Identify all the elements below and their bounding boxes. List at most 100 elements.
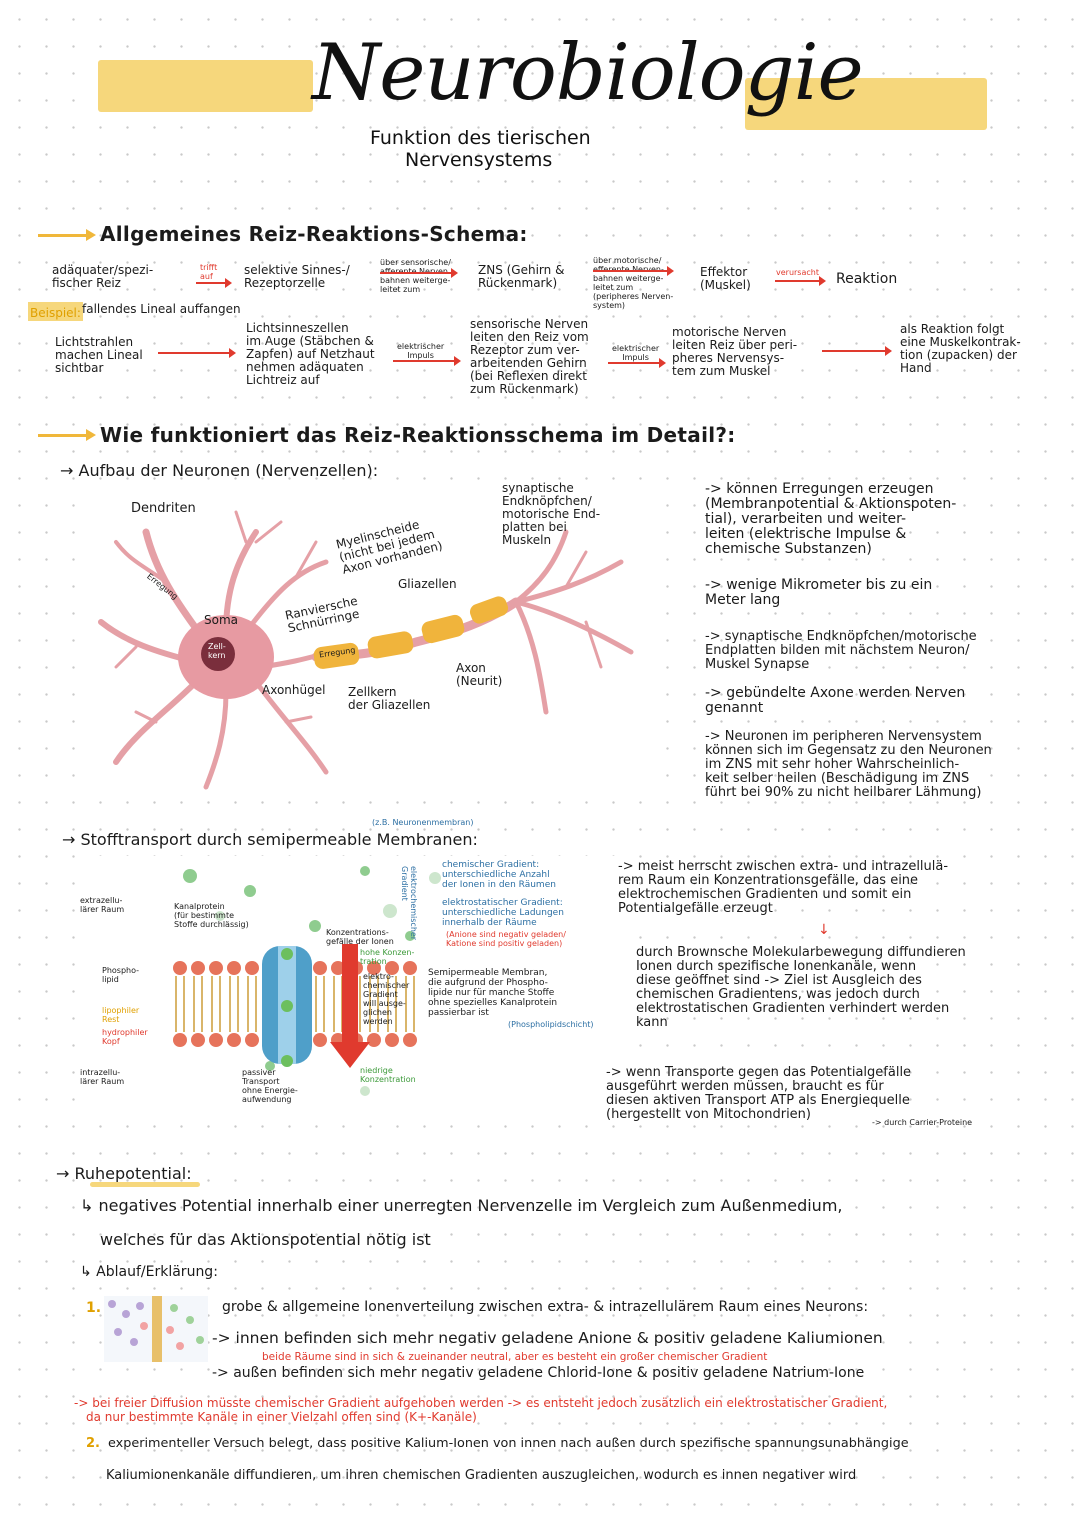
label-axon: Axon (Neurit): [456, 661, 503, 688]
label-konzentrationsgefaelle: Konzentrations- gefälle der Ionen: [326, 928, 394, 946]
example-step-4: motorische Nerven leiten Reiz über peri-…: [672, 325, 798, 378]
example-arrow: [158, 348, 236, 358]
example-step-3: sensorische Nerven leiten den Reiz vom R…: [470, 317, 589, 396]
schema-step-reiz: adäquater/spezi- fischer Reiz: [52, 263, 154, 290]
ion-distribution-text: grobe & allgemeine Ionenverteilung zwisc…: [222, 1299, 869, 1315]
schema-arrow-label: über motorische/ efferente Nerven- bahne…: [593, 256, 674, 310]
example-arrow-label: elektrischer Impuls: [612, 344, 660, 362]
neuron-note-3: -> synaptische Endknöpfchen/motorische E…: [705, 629, 977, 672]
page-title: Neurobiologie: [312, 28, 864, 118]
section-arrow: [38, 429, 96, 441]
schema-step-zns: ZNS (Gehirn & Rückenmark): [478, 263, 565, 290]
ion-outside-text: -> außen befinden sich mehr negativ gela…: [212, 1365, 865, 1381]
ion-distribution-thumbnail: [104, 1296, 208, 1362]
diffusion-note-1: -> bei freier Diffusion müsste chemische…: [74, 1396, 888, 1410]
label-elektrochemisch: elektro- chemischer Gradient will ausge-…: [363, 972, 410, 1026]
neuron-diagram: Dendriten Erregung Soma Zell- kern Myeli…: [86, 482, 646, 794]
semipermeable-note: (Phospholipidschicht): [508, 1020, 594, 1029]
membrane-heading: → Stofftransport durch semipermeable Mem…: [62, 830, 478, 849]
example-arrow: [608, 358, 666, 368]
semipermeable-membrane-text: Semipermeable Membran, die aufgrund der …: [428, 968, 558, 1018]
example-step-1: Lichtstrahlen machen Lineal sichtbar: [55, 335, 143, 375]
heading-underline: [90, 1182, 200, 1187]
schema-arrow: [593, 266, 674, 276]
membrane-diagram: extrazellu- lärer Raum Kanalprotein (für…: [80, 856, 620, 1106]
label-niedrige-konzentration: niedrige Konzentration: [360, 1066, 416, 1084]
example-arrow-label: elektrischer Impuls: [397, 342, 445, 360]
title-highlight-right: [745, 78, 987, 130]
example-text: fallendes Lineal auffangen: [82, 302, 241, 316]
experiment-text-2: Kaliumionenkanäle diffundieren, um ihren…: [106, 1468, 857, 1483]
membrane-example-note: (z.B. Neuronenmembran): [372, 818, 474, 827]
label-synapse: synaptische Endknöpfchen/ motorische End…: [502, 481, 601, 547]
section-arrow: [38, 229, 96, 241]
example-arrow: [393, 356, 461, 366]
label-gliakern: Zellkern der Gliazellen: [348, 685, 431, 712]
membrane-illustration: [173, 866, 441, 1096]
label-extrazellulaer: extrazellu- lärer Raum: [80, 896, 125, 914]
diffusion-note-2: da nur bestimmte Kanäle in einer Vielzah…: [86, 1410, 477, 1424]
schema-arrow-label: verursacht: [776, 268, 819, 277]
arrow-icon: →: [60, 461, 79, 480]
schema-step-reaktion: Reaktion: [836, 271, 898, 287]
neuron-illustration: [98, 510, 634, 790]
label-hohe-konzentration: hohe Konzen- tration: [360, 948, 415, 966]
ion-distribution-illustration: [104, 1296, 208, 1362]
gradient-elektrostatisch-note: (Anione sind negativ geladen/ Katione si…: [446, 930, 566, 948]
transport-paragraph-1: -> meist herrscht zwischen extra- und in…: [618, 859, 949, 916]
arrow-icon: →: [56, 1164, 75, 1183]
label-hydrophil: hydrophiler Kopf: [102, 1028, 148, 1046]
ruhepotential-heading: → Ruhepotential:: [56, 1164, 192, 1183]
nucleus-shape: [201, 637, 235, 671]
ruhepotential-line-1: ↳ negatives Potential innerhalb einer un…: [80, 1196, 843, 1215]
transport-paragraph-3: -> wenn Transporte gegen das Potentialge…: [606, 1065, 912, 1122]
lipid-tails: [175, 976, 415, 1032]
gradient-arrow: [342, 944, 358, 1044]
label-gradient-vertical: elektrochemischer Gradient: [400, 866, 418, 941]
example-step-5: als Reaktion folgt eine Muskelkontrak- t…: [900, 322, 1021, 375]
ablauf-heading: ↳ Ablauf/Erklärung:: [80, 1264, 218, 1280]
example-step-2: Lichtsinneszellen im Auge (Stäbchen & Za…: [246, 321, 375, 387]
schema-arrow-label: über sensorische/ afferente Nerven bahne…: [380, 258, 451, 294]
neuron-note-2: -> wenige Mikrometer bis zu ein Meter la…: [705, 577, 933, 608]
schema-arrow: [775, 276, 826, 286]
label-lipophil: lipophiler Rest: [102, 1006, 140, 1024]
schema-arrow: [380, 268, 458, 278]
example-arrow: [822, 346, 892, 356]
transport-paragraph-3-tail: -> durch Carrier-Proteine: [872, 1118, 973, 1127]
neuron-note-1: -> können Erregungen erzeugen (Membranpo…: [705, 481, 957, 557]
page-subtitle-1: Funktion des tierischen: [370, 127, 591, 149]
schema-step-rezeptor: selektive Sinnes-/ Rezeptorzelle: [244, 263, 350, 290]
schema-arrow: [196, 278, 232, 288]
experiment-text-1: experimenteller Versuch belegt, dass pos…: [108, 1436, 909, 1451]
neuron-subheading: → Aufbau der Neuronen (Nervenzellen):: [60, 461, 379, 480]
label-dendriten: Dendriten: [131, 501, 196, 516]
neuron-note-5: -> Neuronen im peripheren Nervensystem k…: [705, 729, 992, 800]
ion-neutral-note: beide Räume sind in sich & zueinander ne…: [262, 1351, 768, 1363]
schema-arrow-label: trifft auf: [200, 263, 218, 281]
title-highlight-left: [98, 60, 313, 112]
myelin-segments: [313, 596, 509, 669]
section-heading-schema: Allgemeines Reiz-Reaktions-Schema:: [100, 222, 528, 246]
label-phospholipid: Phospho- lipid: [102, 966, 140, 984]
gradient-chemisch: chemischer Gradient: unterschiedliche An…: [442, 860, 556, 890]
neuron-note-4: -> gebündelte Axone werden Nerven genann…: [705, 685, 966, 716]
label-kanalprotein: Kanalprotein (für bestimmte Stoffe durch…: [174, 902, 249, 929]
arrow-icon: →: [62, 830, 81, 849]
transport-paragraph-2: durch Brownsche Molekularbewegung diffun…: [636, 945, 966, 1030]
ruhepotential-line-2: welches für das Aktionspotential nötig i…: [100, 1230, 431, 1249]
label-axonhuegel: Axonhügel: [262, 683, 326, 697]
gradient-elektrostatisch: elektrostatischer Gradient: unterschiedl…: [442, 898, 564, 928]
label-zellkern: Zell- kern: [208, 642, 226, 660]
label-soma: Soma: [204, 613, 239, 627]
label-passiver-transport: passiver Transport ohne Energie- aufwend…: [242, 1068, 298, 1104]
step-number-2: 2.: [86, 1436, 100, 1451]
ion-particles: [183, 866, 441, 1096]
label-gliazellen: Gliazellen: [398, 577, 457, 591]
schema-step-effektor: Effektor (Muskel): [700, 265, 751, 292]
step-number-1: 1.: [86, 1300, 102, 1316]
down-arrow-icon: ↓: [818, 922, 830, 938]
ion-inside-text: -> innen befinden sich mehr negativ gela…: [212, 1329, 883, 1347]
section-heading-detail: Wie funktioniert das Reiz-Reaktionsschem…: [100, 423, 736, 447]
page-subtitle-2: Nervensystems: [405, 149, 553, 171]
